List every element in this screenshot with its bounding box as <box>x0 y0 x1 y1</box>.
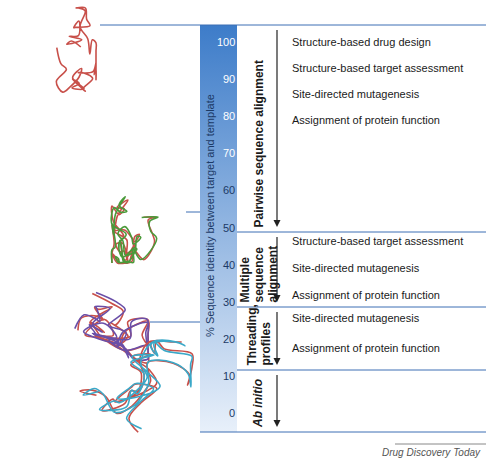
protein-ribbon <box>83 340 192 429</box>
method-arrow <box>276 375 277 421</box>
method-arrows <box>274 30 281 427</box>
guide-lines <box>100 25 486 444</box>
method-band: Multiple sequence alignment Structure-bas… <box>238 232 486 307</box>
tick-number: 20 <box>223 333 235 345</box>
protein-ribbon <box>111 197 158 263</box>
method-label: Pairwise sequence alignment <box>251 30 265 227</box>
guide-line <box>200 432 486 433</box>
tick-number: 90 <box>223 73 235 85</box>
tick-number: 50 <box>223 222 235 234</box>
method-arrow <box>276 30 277 221</box>
guide-line <box>237 370 486 371</box>
credit-rule <box>395 444 486 445</box>
method-label: Multiple sequence alignment <box>237 237 279 302</box>
method-arrow <box>276 312 277 359</box>
tick-number: 60 <box>223 184 235 196</box>
method-label: Ab initio <box>251 375 265 427</box>
tick-number: 10 <box>223 370 235 382</box>
method-label: Threading, profiles <box>244 312 272 365</box>
application-item: Assignment of protein function <box>292 341 440 355</box>
axis-title: % Sequence identity between target and t… <box>203 94 216 337</box>
protein-structures <box>56 7 193 432</box>
application-item: Assignment of protein function <box>292 113 440 127</box>
guide-line <box>186 212 200 213</box>
tick-number: 30 <box>223 296 235 308</box>
protein-ribbon <box>80 340 193 432</box>
application-item: Site-directed mutagenesis <box>292 87 419 101</box>
application-item: Site-directed mutagenesis <box>292 311 419 325</box>
guide-line <box>150 322 200 323</box>
tick-number: 100 <box>217 36 235 48</box>
application-item: Structure-based drug design <box>292 35 431 49</box>
journal-credit: Drug Discovery Today <box>382 447 480 458</box>
application-item: Site-directed mutagenesis <box>292 261 419 275</box>
protein-ribbon <box>75 292 149 360</box>
tick-number: 0 <box>229 407 235 419</box>
arrow-head <box>274 358 281 365</box>
tick-number: 40 <box>223 259 235 271</box>
arrow-head <box>274 220 281 227</box>
protein-ribbon <box>56 7 96 92</box>
tick-number: 70 <box>223 147 235 159</box>
method-band: Threading, profiles Site-directed mutagen… <box>238 307 486 370</box>
tick-number: 80 <box>223 110 235 122</box>
arrow-head <box>274 420 281 427</box>
method-band: Pairwise sequence alignment Structure-bas… <box>238 25 486 232</box>
application-item: Structure-based target assessment <box>292 234 463 248</box>
guide-line <box>237 232 486 233</box>
method-band: Ab initio <box>238 370 486 432</box>
guide-line <box>100 25 486 26</box>
application-item: Assignment of protein function <box>292 288 440 302</box>
identity-bar <box>200 25 237 432</box>
application-item: Structure-based target assessment <box>292 61 463 75</box>
guide-line <box>237 307 486 308</box>
